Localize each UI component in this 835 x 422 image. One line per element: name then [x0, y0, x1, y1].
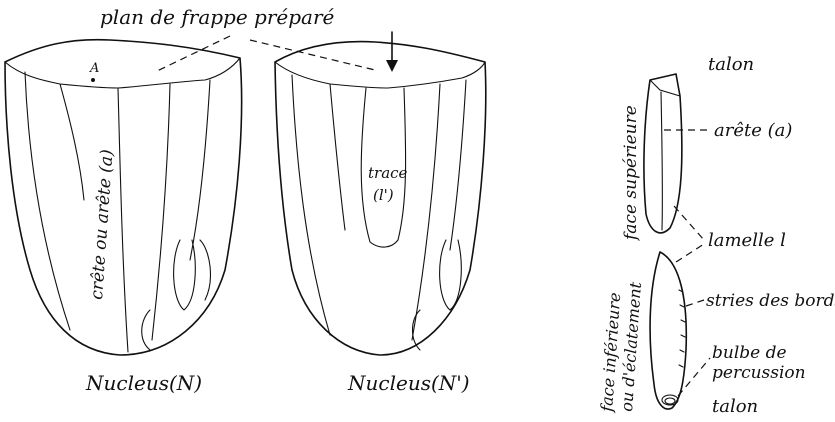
nucleus-n-prime-label: Nucleus(N') [347, 371, 470, 395]
lamelle-leader-1 [674, 206, 704, 240]
a-marker-label: A [89, 61, 99, 76]
lamelle-lower-outline [650, 252, 686, 409]
trace-label: trace [368, 164, 408, 182]
trace-l-label: (l') [373, 186, 394, 204]
arete-a-label: arête (a) [714, 120, 792, 141]
talon-bottom-label: talon [712, 396, 758, 417]
nucleus-n-ridge-4 [152, 84, 170, 340]
nucleus-n-outline [5, 40, 242, 355]
nucleus-n-prime-platform [275, 62, 485, 88]
bulbe-label-1: bulbe de [712, 343, 787, 363]
nucleus-n-ridge-1 [25, 72, 70, 330]
lamelle-leader-2 [676, 244, 704, 262]
nucleus-n-drawing: A crête ou arête (a) [5, 40, 242, 355]
bulb-ring-2 [665, 398, 675, 404]
nucleus-n-ridge-5 [190, 80, 210, 260]
plan-leader-2 [250, 40, 375, 70]
stries-label: stries des bords [706, 291, 835, 311]
nucleus-n-scar-2 [200, 240, 210, 300]
nucleus-n-prime-ridge-1 [292, 75, 330, 335]
a-marker-dot [91, 78, 95, 82]
nucleus-n-prime-ridge-4 [450, 80, 466, 250]
nucleus-n-label: Nucleus(N) [85, 371, 202, 395]
plan-de-frappe-label: plan de frappe préparé [100, 5, 335, 29]
crete-label: crête ou arête (a) [87, 149, 117, 301]
nucleus-n-ridge-2 [60, 84, 84, 200]
arrow-head [386, 60, 398, 72]
lamelle-label: lamelle l [708, 230, 786, 251]
lamelle-upper-talon [650, 80, 680, 96]
nucleus-n-ridge-3 [118, 88, 128, 352]
lamelle-upper-ridge [661, 92, 662, 230]
nucleus-n-prime-drawing: trace (l') [275, 42, 486, 355]
stries-leader [686, 300, 704, 306]
lamelle-lower-face-drawing [650, 252, 686, 409]
face-superieure-label: face supérieure [621, 105, 641, 242]
talon-top-label: talon [708, 54, 754, 75]
nucleus-n-prime-ridge-3 [412, 84, 440, 340]
nucleus-n-scar-3 [142, 310, 150, 350]
bulbe-label-2: percussion [712, 363, 806, 383]
nucleus-n-prime-ridge-2 [330, 84, 345, 230]
nucleus-n-platform [5, 58, 240, 88]
